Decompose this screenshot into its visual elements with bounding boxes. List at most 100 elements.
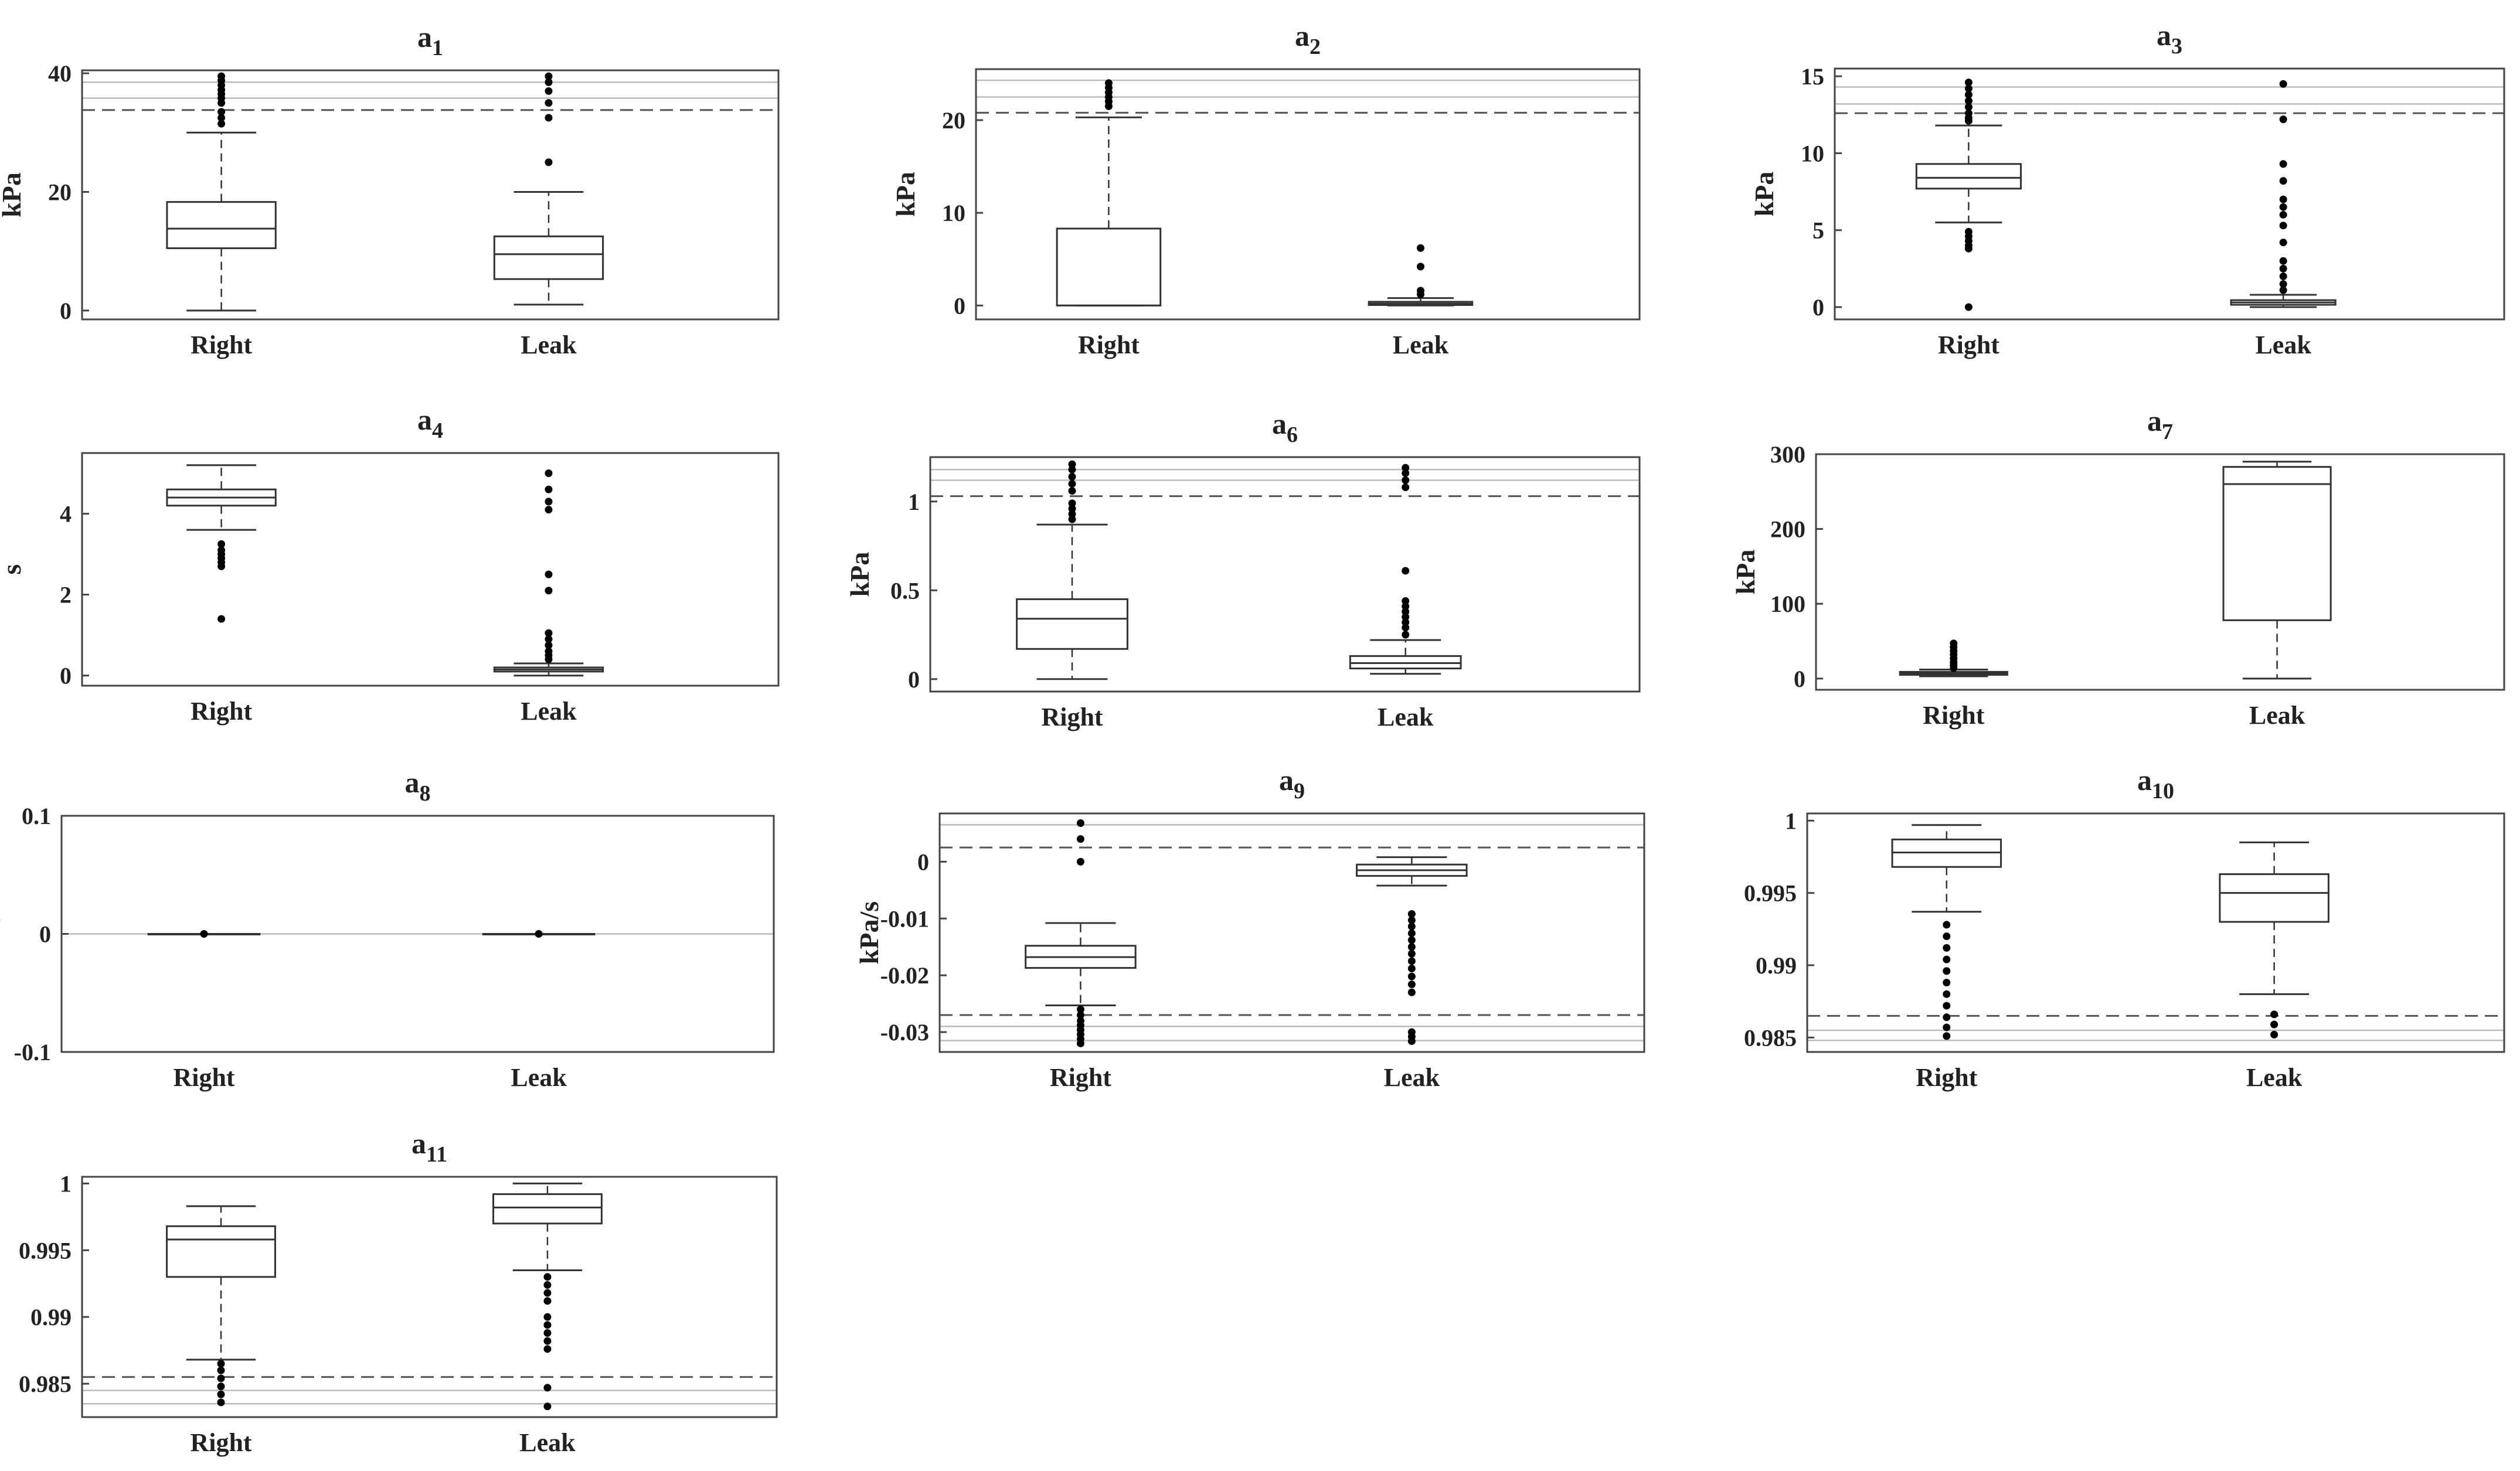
outlier-point (1943, 955, 1951, 963)
panel-title: a6 (1272, 407, 1298, 447)
panel-title: a3 (2157, 19, 2182, 59)
outlier-point (535, 930, 543, 938)
box-leak (1349, 464, 1462, 675)
y-tick-label: 1 (60, 1170, 72, 1197)
outlier-point (543, 1345, 552, 1353)
x-tick-label: Leak (1393, 331, 1449, 359)
panel-title-subscript: 2 (1310, 35, 1321, 59)
outlier-point (1943, 979, 1951, 987)
outlier-point (1402, 464, 1410, 472)
y-axis-label: kPa (845, 552, 875, 597)
outlier-point (2279, 239, 2287, 247)
box-leak (493, 469, 604, 677)
y-tick-label: 15 (1801, 63, 1824, 90)
outlier-point (2279, 272, 2287, 280)
outlier-point (1076, 1005, 1084, 1013)
box-iqr (166, 1225, 276, 1278)
y-tick-label: 2 (60, 582, 72, 608)
box-iqr (1915, 163, 2022, 190)
outlier-point (2279, 264, 2287, 273)
outlier-point (545, 647, 553, 655)
box-right (166, 72, 277, 312)
outlier-point (1068, 479, 1076, 488)
outlier-point (1407, 916, 1416, 924)
outlier-point (543, 1281, 552, 1289)
y-tick-label: 0 (60, 663, 72, 689)
outlier-point (1950, 639, 1958, 648)
outlier-point (2270, 1010, 2278, 1019)
outlier-point (2279, 257, 2287, 265)
y-tick-label: 40 (48, 60, 72, 87)
y-tick-label: 1 (1785, 808, 1797, 834)
panel-title-subscript: 9 (1294, 779, 1305, 803)
panel-title: a7 (2147, 404, 2173, 444)
outlier-point (1943, 990, 1951, 998)
outlier-point (1943, 967, 1951, 975)
outlier-point (217, 1374, 225, 1383)
outlier-point (217, 1366, 225, 1374)
outlier-point (2279, 286, 2287, 294)
y-tick-label: 1 (908, 489, 920, 515)
outlier-point (1104, 79, 1113, 87)
outlier-point (1407, 1037, 1416, 1046)
outlier-point (1416, 287, 1424, 295)
outlier-point (2279, 195, 2287, 203)
plot-frame (1834, 67, 2505, 321)
box-leak (2230, 80, 2337, 308)
outlier-point (545, 114, 553, 122)
panel-title: a9 (1279, 764, 1305, 803)
outlier-point (2279, 115, 2287, 124)
outlier-point (1407, 988, 1416, 996)
outlier-point (1407, 980, 1416, 989)
outlier-point (217, 540, 226, 548)
panel-title-main: a (2157, 19, 2171, 52)
outlier-point (2279, 160, 2287, 168)
outlier-point (2279, 80, 2287, 88)
plot-frame (1815, 453, 2505, 691)
outlier-point (1076, 819, 1084, 827)
outlier-point (545, 570, 553, 578)
x-tick-label: Right (190, 1428, 251, 1457)
box-iqr (2219, 873, 2329, 923)
outlier-point (545, 506, 553, 514)
box-right (1899, 639, 2008, 677)
box-leak (493, 72, 604, 306)
outlier-point (217, 1398, 225, 1407)
panel-title-subscript: 6 (1287, 423, 1298, 447)
outlier-point (1076, 1011, 1084, 1019)
outlier-point (1407, 965, 1416, 973)
outlier-point (1943, 1032, 1951, 1040)
box-right (1915, 79, 2022, 311)
y-tick-label: 100 (1770, 591, 1805, 617)
outlier-point (1964, 97, 1973, 105)
y-tick-label: 4 (60, 501, 72, 527)
y-tick-label: 0 (954, 292, 965, 319)
panel-title-main: a (1295, 19, 1310, 52)
outlier-point (1416, 244, 1424, 252)
plot-frame (1806, 812, 2505, 1053)
y-tick-label: 200 (1770, 516, 1805, 543)
y-tick-label: 20 (48, 179, 72, 205)
y-axis-label: s (0, 564, 26, 575)
outlier-point (217, 615, 226, 623)
panel-title-main: a (412, 1127, 426, 1160)
plot-frame (81, 69, 780, 321)
outlier-point (1964, 79, 1973, 87)
outlier-point (543, 1384, 552, 1392)
outlier-point (1076, 857, 1084, 866)
outlier-point (545, 587, 553, 595)
box-iqr (493, 235, 604, 280)
outlier-point (2270, 1030, 2278, 1038)
y-tick-label: 0.99 (30, 1304, 72, 1330)
y-axis-label: kPa (0, 911, 6, 956)
outlier-point (1407, 929, 1416, 937)
outlier-point (1964, 103, 1973, 111)
outlier-point (217, 546, 226, 554)
outlier-point (543, 1329, 552, 1337)
chart-panel-a4: 024RightLeaka4s (0, 403, 780, 726)
outlier-point (545, 72, 553, 80)
y-tick-label: 0 (917, 849, 929, 875)
